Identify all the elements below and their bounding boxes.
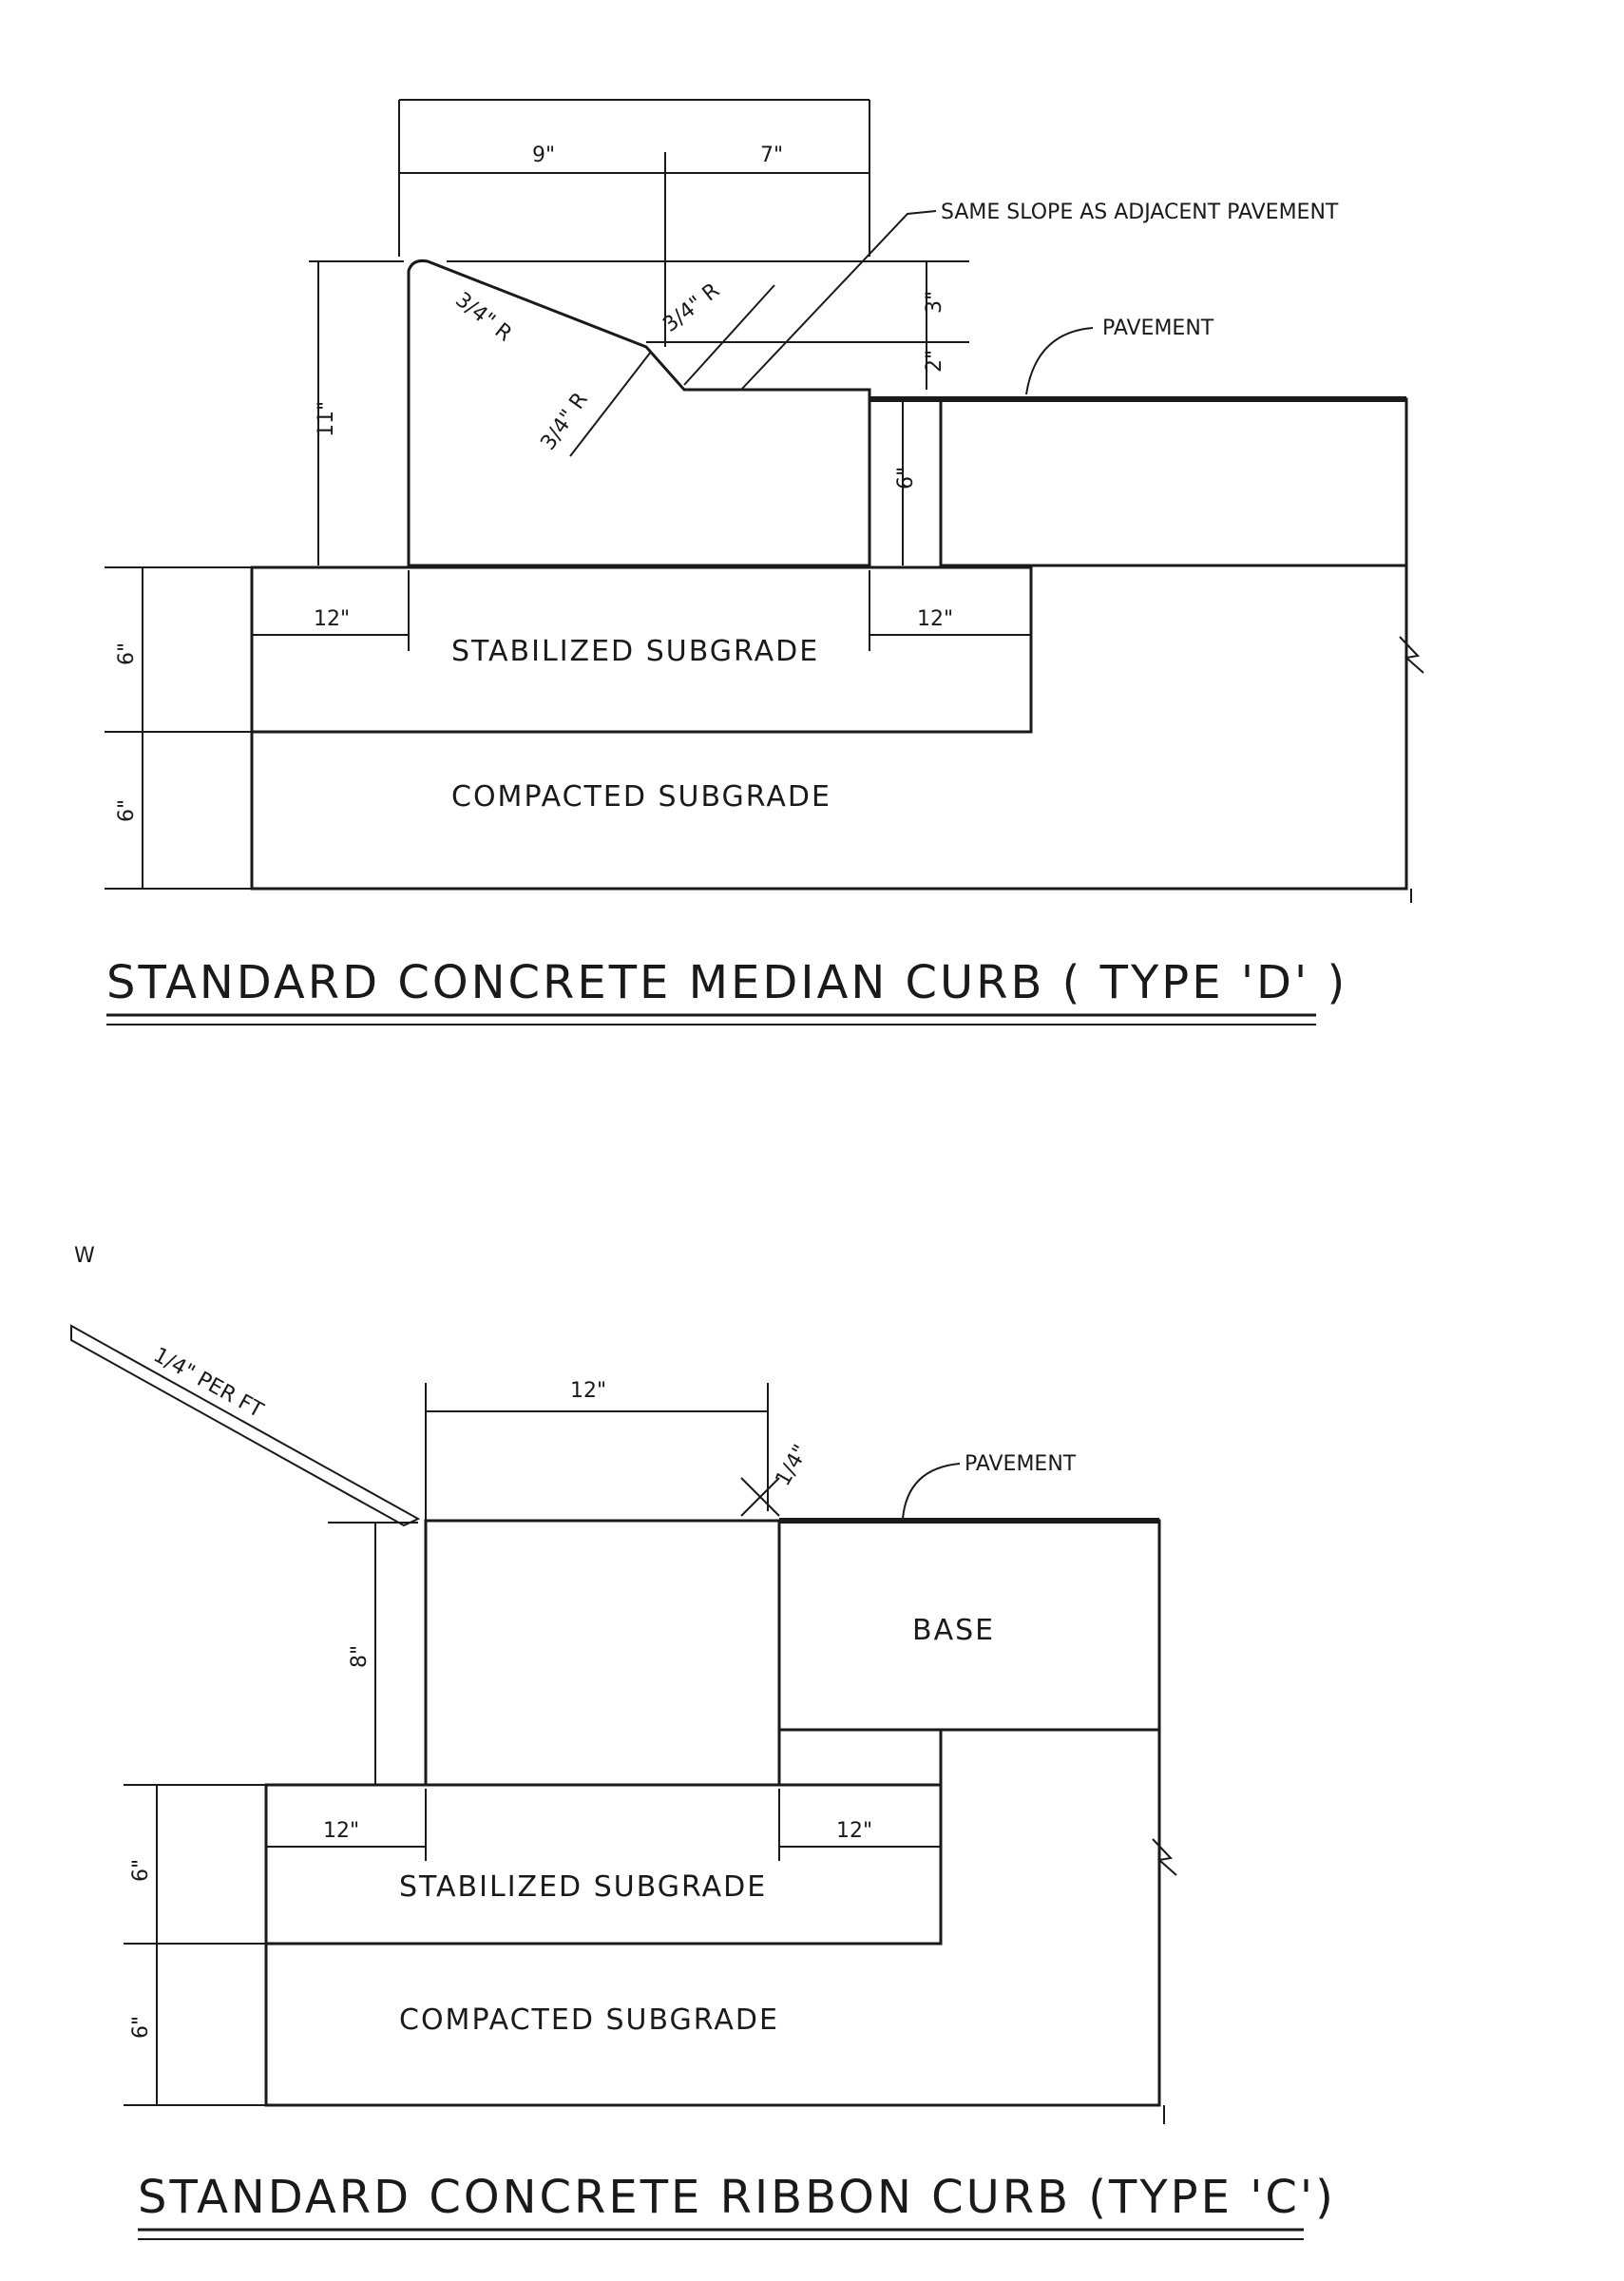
dim-height-top: 3"	[923, 291, 946, 314]
dim-joint: 1/4"	[772, 1441, 813, 1490]
dim-base-left-bottom: 12"	[323, 1819, 359, 1843]
dim-layer-comp-top: 6"	[115, 799, 139, 822]
dim-width-right: 7"	[760, 144, 783, 167]
dim-layer-comp-bottom: 6"	[129, 2016, 153, 2039]
median-curb-detail: 9" 7" 3" 2" 6" 11" 3/4" R 3/4" R 3/4" R …	[105, 99, 1424, 1025]
base-label: BASE	[912, 1614, 995, 1647]
stabilized-subgrade-top	[250, 565, 1033, 734]
slope-note: SAME SLOPE AS ADJACENT PAVEMENT	[941, 201, 1339, 224]
dim-height-bottom: 8"	[348, 1645, 372, 1668]
compacted-label-top: COMPACTED SUBGRADE	[451, 780, 831, 814]
ribbon-curb-detail: W 1/4" PER FT 12" 1/4" PAVEMENT BASE 8"	[70, 1244, 1336, 2240]
title-median-curb: STANDARD CONCRETE MEDIAN CURB ( TYPE 'D'…	[106, 956, 1347, 1009]
dim-layer-stab-bottom: 6"	[129, 1859, 153, 1882]
compacted-label-bottom: COMPACTED SUBGRADE	[399, 2003, 779, 2037]
pavement-block-top	[939, 397, 1408, 567]
radius-label-a: 3/4" R	[450, 288, 516, 346]
radius-label-c: 3/4" R	[536, 389, 592, 455]
stabilized-subgrade-bottom	[264, 1783, 943, 1946]
radius-label-b: 3/4" R	[659, 278, 724, 336]
dim-base-left-top: 12"	[314, 607, 350, 631]
dim-height-total: 11"	[315, 401, 338, 437]
dim-width-left: 9"	[532, 144, 555, 167]
dim-width-bottom: 12"	[570, 1379, 606, 1403]
dim-height-mid: 2"	[923, 350, 946, 373]
slope-label: 1/4" PER FT	[149, 1343, 267, 1423]
ribbon-curb-body	[424, 1519, 781, 1787]
title-ribbon-curb: STANDARD CONCRETE RIBBON CURB (TYPE 'C')	[138, 2171, 1336, 2224]
stabilized-label-top: STABILIZED SUBGRADE	[451, 635, 819, 668]
dim-height-lower: 6"	[894, 467, 918, 489]
stabilized-label-bottom: STABILIZED SUBGRADE	[399, 1870, 767, 1904]
dim-base-right-top: 12"	[917, 607, 953, 631]
slope-strip	[70, 1324, 421, 1527]
pavement-label-bottom: PAVEMENT	[965, 1452, 1077, 1476]
pavement-label-top: PAVEMENT	[1102, 316, 1214, 340]
dim-base-right-bottom: 12"	[836, 1819, 872, 1843]
dim-layer-stab-top: 6"	[115, 642, 139, 665]
corner-marker: W	[74, 1244, 95, 1268]
median-curb-body	[407, 259, 871, 567]
compacted-subgrade-top	[250, 564, 1408, 891]
